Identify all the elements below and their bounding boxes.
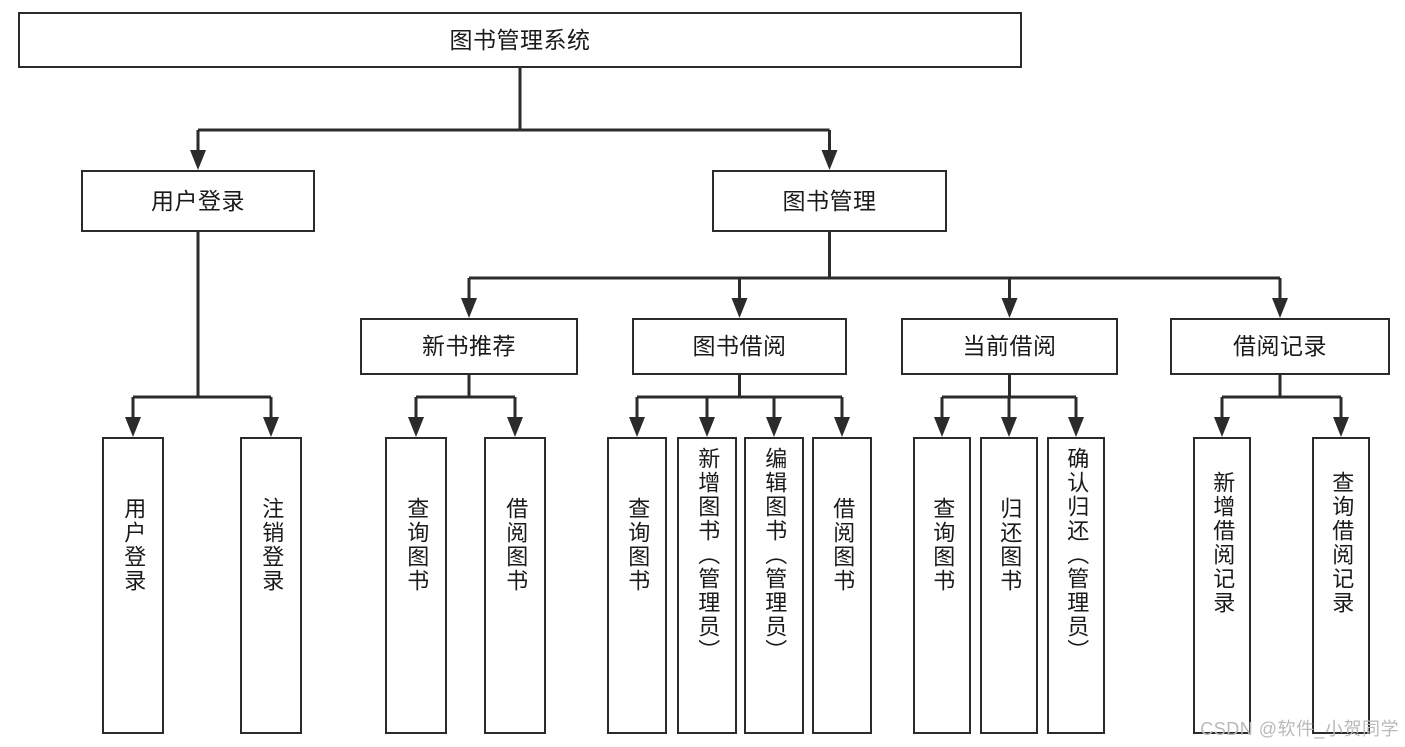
watermark-label: CSDN @软件_小贺同学 <box>1200 719 1399 739</box>
arrowhead-icon <box>821 150 838 170</box>
node-label: 借阅记录 <box>1233 333 1327 360</box>
node-label: 归还图书 <box>997 497 1023 593</box>
node-leaf-4[interactable]: 借阅图书 <box>484 437 546 734</box>
node-bookmgmt[interactable]: 图书管理 <box>712 170 947 232</box>
arrowhead-icon <box>766 417 782 437</box>
node-label: 查询图书 <box>625 497 651 593</box>
node-current[interactable]: 当前借阅 <box>901 318 1118 375</box>
arrowhead-icon <box>263 417 279 437</box>
node-label: 查询图书 <box>930 497 956 593</box>
arrowhead-icon <box>1214 417 1230 437</box>
arrowhead-icon <box>461 298 477 318</box>
node-label: 借阅图书 <box>503 497 529 593</box>
node-label: 编辑图书（管理员） <box>762 447 788 663</box>
arrowhead-icon <box>1272 298 1288 318</box>
node-label: 新增图书（管理员） <box>695 447 721 663</box>
arrowhead-icon <box>934 417 950 437</box>
node-leaf-9[interactable]: 查询图书 <box>913 437 971 734</box>
node-label: 注销登录 <box>259 497 285 593</box>
node-borrow[interactable]: 图书借阅 <box>632 318 847 375</box>
arrowhead-icon <box>1333 417 1349 437</box>
node-leaf-5[interactable]: 查询图书 <box>607 437 667 734</box>
arrowhead-icon <box>834 417 850 437</box>
node-leaf-12[interactable]: 新增借阅记录 <box>1193 437 1251 734</box>
node-label: 图书借阅 <box>692 333 787 360</box>
node-leaf-11[interactable]: 确认归还（管理员） <box>1047 437 1105 734</box>
arrowhead-icon <box>699 417 715 437</box>
node-leaf-2[interactable]: 注销登录 <box>240 437 302 734</box>
node-label: 当前借阅 <box>962 333 1057 360</box>
node-leaf-6[interactable]: 新增图书（管理员） <box>677 437 737 734</box>
node-leaf-8[interactable]: 借阅图书 <box>812 437 872 734</box>
node-leaf-3[interactable]: 查询图书 <box>385 437 447 734</box>
node-login[interactable]: 用户登录 <box>81 170 315 232</box>
node-label: 图书管理系统 <box>449 26 591 53</box>
arrowhead-icon <box>125 417 141 437</box>
arrowhead-icon <box>1068 417 1084 437</box>
node-leaf-10[interactable]: 归还图书 <box>980 437 1038 734</box>
arrowhead-icon <box>507 417 523 437</box>
node-newbook[interactable]: 新书推荐 <box>360 318 578 375</box>
node-label: 查询借阅记录 <box>1329 471 1355 615</box>
node-records[interactable]: 借阅记录 <box>1170 318 1390 375</box>
arrowhead-icon <box>190 150 206 170</box>
node-label: 查询图书 <box>404 497 430 593</box>
arrowhead-icon <box>408 417 424 437</box>
arrowhead-icon <box>1001 298 1018 318</box>
arrowhead-icon <box>1001 417 1017 437</box>
node-leaf-7[interactable]: 编辑图书（管理员） <box>744 437 804 734</box>
node-label: 新书推荐 <box>422 333 516 360</box>
arrowhead-icon <box>629 417 645 437</box>
node-label: 用户登录 <box>121 497 147 593</box>
node-leaf-13[interactable]: 查询借阅记录 <box>1312 437 1370 734</box>
arrowhead-icon <box>731 298 748 318</box>
node-label: 用户登录 <box>151 187 245 214</box>
node-root[interactable]: 图书管理系统 <box>18 12 1022 68</box>
node-label: 借阅图书 <box>830 497 856 593</box>
node-label: 确认归还（管理员） <box>1064 447 1090 663</box>
node-label: 图书管理 <box>782 187 877 214</box>
node-label: 新增借阅记录 <box>1210 471 1236 615</box>
node-leaf-1[interactable]: 用户登录 <box>102 437 164 734</box>
